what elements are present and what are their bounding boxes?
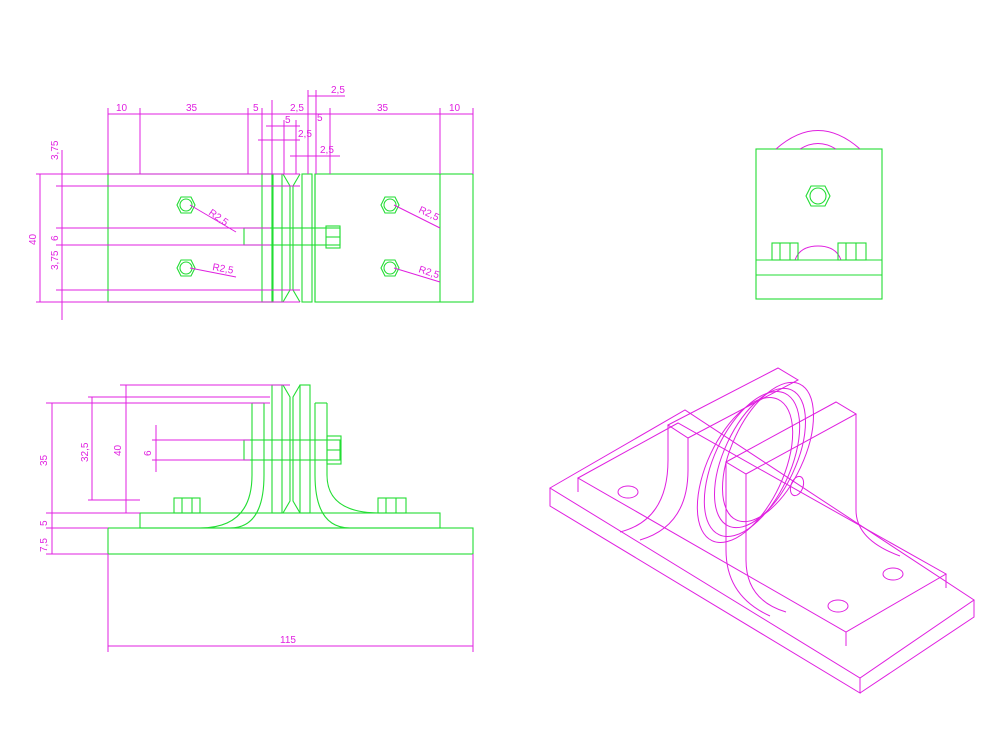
side-plate <box>755 148 883 300</box>
dim-top-5-left: 5 <box>253 103 259 114</box>
dim-front-7-5: 7,5 <box>39 538 50 552</box>
dim-stack-2-5-mid: 2,5 <box>298 129 312 140</box>
side-view <box>755 130 883 300</box>
dim-front-115: 115 <box>280 635 296 646</box>
dim-top-5-right: 5 <box>317 113 323 124</box>
top-view: 10 35 5 2,5 5 35 10 2,5 5 2,5 2,5 3,75 4… <box>28 85 474 320</box>
dim-top-35-left: 35 <box>186 103 198 114</box>
dim-front-5: 5 <box>39 520 50 526</box>
radius-label: R2,5 <box>206 207 230 228</box>
hex-bolt-icon <box>805 185 831 207</box>
dim-top-10-right: 10 <box>449 103 461 114</box>
dim-stack-2-5-low: 2,5 <box>320 145 334 156</box>
nut-icon <box>771 242 799 261</box>
dim-top-10-left: 10 <box>116 103 128 114</box>
hex-bolt-icon <box>176 196 196 214</box>
dim-left-3-75-top: 3,75 <box>50 140 61 160</box>
isometric-view <box>549 367 975 694</box>
dim-front-35: 35 <box>39 454 50 466</box>
hex-bolt-icon <box>380 259 400 277</box>
nut-icon <box>837 242 867 261</box>
base-plate <box>107 527 474 555</box>
dim-top-35-right: 35 <box>377 103 389 114</box>
dim-top-2-5: 2,5 <box>290 103 304 114</box>
radius-label: R2,5 <box>211 262 234 277</box>
front-view: 35 32,5 40 6 5 7,5 115 <box>39 384 474 652</box>
radius-label: R2,5 <box>417 205 441 224</box>
dim-left-6: 6 <box>50 235 61 241</box>
hex-bolt-icon <box>380 196 400 214</box>
dim-front-32-5: 32,5 <box>80 442 91 462</box>
nut-icon <box>173 497 201 514</box>
dim-stack-5: 5 <box>285 115 291 126</box>
right-base-plate <box>314 173 474 303</box>
dim-front-40: 40 <box>113 444 124 456</box>
nut-icon <box>377 497 407 514</box>
dim-left-3-75-bottom: 3,75 <box>50 250 61 270</box>
dim-front-6: 6 <box>143 450 154 456</box>
dim-stack-2-5-top: 2,5 <box>331 85 345 96</box>
left-base-plate <box>107 173 274 303</box>
dim-left-40: 40 <box>28 233 39 245</box>
